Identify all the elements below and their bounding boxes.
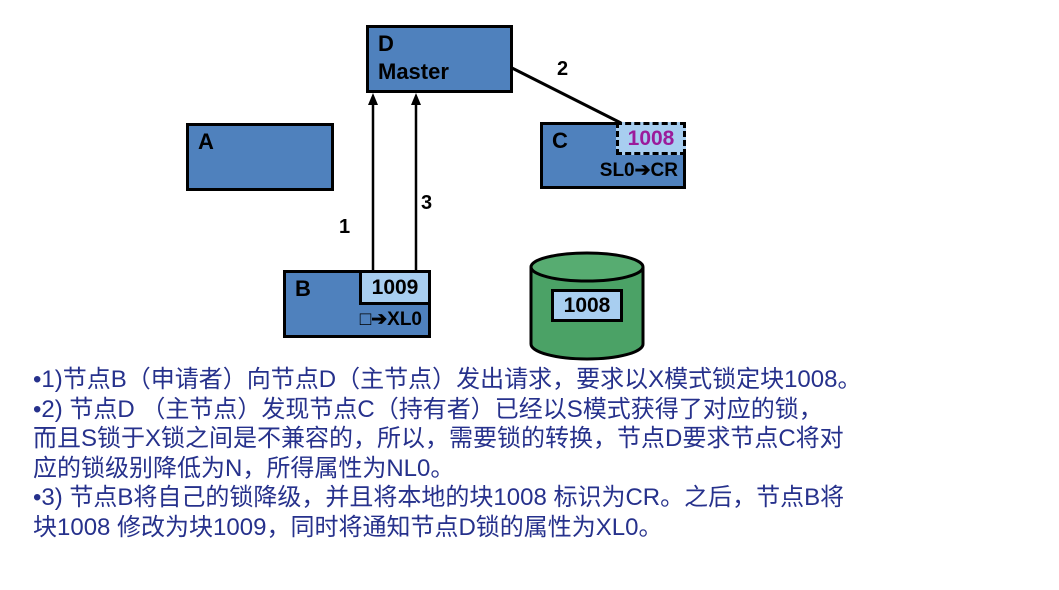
node-c-box: C 1008 SL0➔CR xyxy=(540,122,686,189)
node-d-label: D Master xyxy=(378,30,449,85)
notes-line-3: 而且S锁于X锁之间是不兼容的，所以，需要锁的转换，节点D要求节点C将对 xyxy=(33,425,844,452)
node-a-label: A xyxy=(198,129,214,154)
node-b-lock-transition: □➔XL0 xyxy=(359,309,422,330)
node-b-box: B 1009 □➔XL0 xyxy=(283,270,431,338)
notes-line-6: 块1008 修改为块1009，同时将通知节点D锁的属性为XL0。 xyxy=(33,513,663,541)
node-c-block-1008: 1008 xyxy=(616,122,686,155)
node-b-block-1009: 1009 xyxy=(359,270,431,305)
notes-line-5: •3) 节点B将自己的锁降级，并且将本地的块1008 标识为CR。之后，节点B将 xyxy=(33,484,845,511)
node-b-label: B xyxy=(295,276,311,301)
arrow-up-head-3-icon xyxy=(411,93,421,105)
cylinder-top xyxy=(529,251,645,283)
notes-line-2: •2) 节点D （主节点）发现节点C（持有者）已经以S模式获得了对应的锁， xyxy=(33,395,823,423)
database-block-1008: 1008 xyxy=(551,289,623,322)
notes-line-4: 应的锁级别降低为N，所得属性为NL0。 xyxy=(33,454,455,482)
arrow-up-head-1-icon xyxy=(368,93,378,105)
edge-step-label-2: 2 xyxy=(557,58,569,80)
notes-text-block: •1)节点B（申请者）向节点D（主节点）发出请求，要求以X模式锁定块1008。 … xyxy=(33,365,1051,542)
node-c-lock-transition: SL0➔CR xyxy=(599,160,678,181)
node-c-label: C xyxy=(552,128,568,153)
node-d-master-box: D Master xyxy=(366,25,513,93)
node-d-letter: D xyxy=(378,31,394,56)
node-d-role: Master xyxy=(378,58,449,84)
notes-line-1: •1)节点B（申请者）向节点D（主节点）发出请求，要求以X模式锁定块1008。 xyxy=(33,366,862,393)
node-a-box: A xyxy=(186,123,334,191)
edge-step-label-1: 1 xyxy=(339,216,351,238)
edge-step-label-3: 3 xyxy=(421,192,433,214)
